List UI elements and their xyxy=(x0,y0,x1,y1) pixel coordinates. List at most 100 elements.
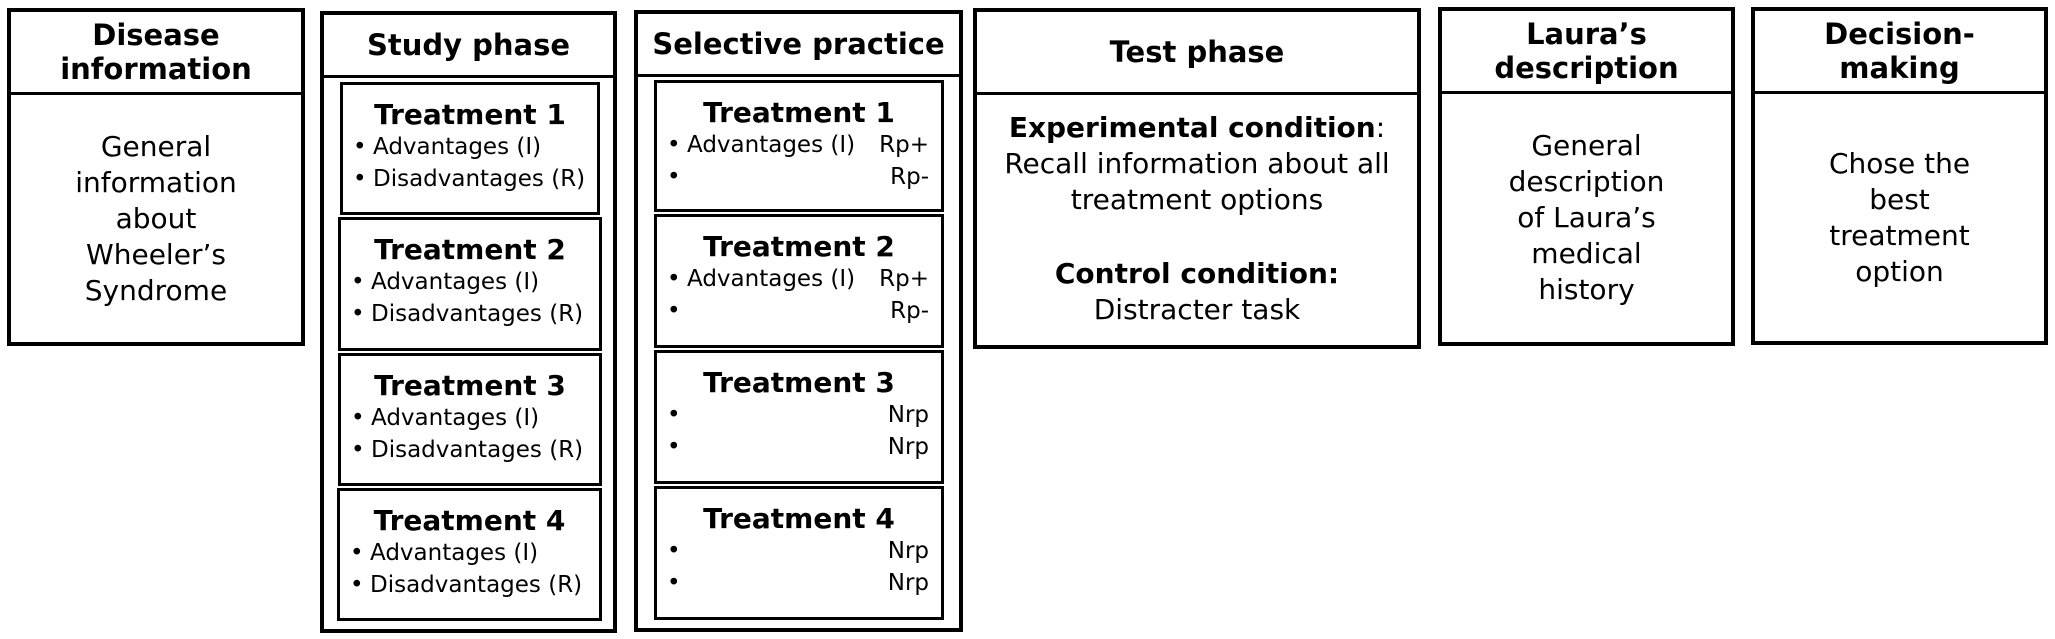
decision-making-box: Decision- making Chose the best treatmen… xyxy=(1751,7,2048,345)
practice-tag: Rp+ xyxy=(879,266,929,292)
disadvantages-row: •Disadvantages (R) xyxy=(340,569,599,601)
practice-treatment-2: Treatment 2 •Advantages (I) Rp+ • Rp- xyxy=(654,214,944,348)
disease-title-line2: information xyxy=(60,52,252,86)
treatment-title: Treatment 1 xyxy=(703,96,895,129)
decision-making-header: Decision- making xyxy=(1755,11,2044,94)
practice-row-2: • Nrp xyxy=(657,431,941,463)
disadvantages-text: Disadvantages (R) xyxy=(373,166,586,192)
selective-practice-title: Selective practice xyxy=(652,27,945,61)
treatment-title: Treatment 2 xyxy=(374,233,566,266)
disadvantages-row: •Disadvantages (R) xyxy=(341,434,599,466)
treatment-title: Treatment 2 xyxy=(703,230,895,263)
advantages-row: •Advantages (I) xyxy=(341,402,599,434)
study-phase-header: Study phase xyxy=(324,15,613,78)
bullet: • xyxy=(351,437,365,463)
test-phase-box: Test phase Experimental condition: Recal… xyxy=(973,8,1421,349)
practice-tag: Nrp xyxy=(887,434,929,460)
decision-title-line1: Decision- xyxy=(1824,17,1975,51)
treatment-title: Treatment 3 xyxy=(374,369,566,402)
bullet: • xyxy=(350,572,364,598)
practice-treatment-1: Treatment 1 •Advantages (I) Rp+ • Rp- xyxy=(654,80,944,212)
disadvantages-text: Disadvantages (R) xyxy=(371,437,584,463)
control-condition: Control condition: Distracter task xyxy=(977,256,1417,328)
bullet: • xyxy=(667,434,681,460)
advantages-row: •Advantages (I) xyxy=(343,131,597,163)
bullet: • xyxy=(350,540,364,566)
lauras-description-header: Laura’s description xyxy=(1442,11,1731,94)
bullet: • xyxy=(351,269,365,295)
experimental-condition: Experimental condition: Recall informati… xyxy=(977,110,1417,218)
bullet: • xyxy=(353,166,367,192)
decision-title-line2: making xyxy=(1839,51,1960,85)
practice-row-1: •Advantages (I) Rp+ xyxy=(657,263,941,295)
experimental-condition-text: Recall information about all treatment o… xyxy=(1004,147,1390,216)
laura-body: General description of Laura’s medical h… xyxy=(1442,94,1731,342)
practice-tag: Nrp xyxy=(887,402,929,428)
disease-information-header: Disease information xyxy=(11,12,301,95)
study-treatment-1: Treatment 1 •Advantages (I) •Disadvantag… xyxy=(340,82,600,215)
practice-tag: Nrp xyxy=(887,570,929,596)
study-phase-box: Study phase Treatment 1 •Advantages (I) … xyxy=(320,11,617,633)
selective-practice-box: Selective practice Treatment 1 •Advantag… xyxy=(634,10,963,632)
bullet: • xyxy=(353,134,367,160)
study-treatment-4: Treatment 4 •Advantages (I) •Disadvantag… xyxy=(337,488,602,621)
treatment-title: Treatment 1 xyxy=(374,98,566,131)
bullet: • xyxy=(667,164,681,190)
practice-row-1: •Advantages (I) Rp+ xyxy=(657,129,941,161)
practice-row-2: • Rp- xyxy=(657,295,941,327)
decision-body-text: Chose the best treatment option xyxy=(1828,146,1971,288)
laura-title-line2: description xyxy=(1494,51,1679,85)
disadvantages-row: •Disadvantages (R) xyxy=(341,298,599,330)
advantages-text: Advantages (I) xyxy=(687,266,856,292)
practice-tag: Rp- xyxy=(890,298,929,324)
disease-body-text: General information about Wheeler’s Synd… xyxy=(75,129,237,307)
experimental-condition-colon: : xyxy=(1375,111,1386,144)
laura-title-line1: Laura’s xyxy=(1526,17,1647,51)
control-condition-label: Control condition: xyxy=(1054,257,1340,290)
study-treatment-2: Treatment 2 •Advantages (I) •Disadvantag… xyxy=(338,217,602,351)
treatment-title: Treatment 4 xyxy=(703,502,895,535)
bullet: • xyxy=(667,266,681,292)
disease-title-line1: Disease xyxy=(92,18,220,52)
practice-row-1: • Nrp xyxy=(657,535,941,567)
practice-tag: Rp- xyxy=(890,164,929,190)
bullet: • xyxy=(667,298,681,324)
bullet: • xyxy=(351,405,365,431)
practice-treatment-3: Treatment 3 • Nrp • Nrp xyxy=(654,350,944,484)
experimental-condition-label: Experimental condition xyxy=(1008,111,1376,144)
laura-body-text: General description of Laura’s medical h… xyxy=(1508,129,1665,306)
disadvantages-row: •Disadvantages (R) xyxy=(343,163,597,195)
disease-body: General information about Wheeler’s Synd… xyxy=(11,95,301,342)
bullet: • xyxy=(667,132,681,158)
disease-information-box: Disease information General information … xyxy=(7,8,305,346)
advantages-row: •Advantages (I) xyxy=(341,266,599,298)
test-phase-header: Test phase xyxy=(977,12,1417,95)
study-phase-title: Study phase xyxy=(366,28,571,62)
bullet: • xyxy=(351,301,365,327)
treatment-title: Treatment 4 xyxy=(373,504,566,537)
bullet: • xyxy=(667,402,681,428)
practice-tag: Rp+ xyxy=(879,132,929,158)
lauras-description-box: Laura’s description General description … xyxy=(1438,7,1735,346)
bullet: • xyxy=(667,538,681,564)
advantages-text: Advantages (I) xyxy=(370,540,539,566)
practice-row-2: • Nrp xyxy=(657,567,941,599)
advantages-text: Advantages (I) xyxy=(373,134,542,160)
study-treatment-3: Treatment 3 •Advantages (I) •Disadvantag… xyxy=(338,353,602,486)
disadvantages-text: Disadvantages (R) xyxy=(371,301,584,327)
advantages-row: •Advantages (I) xyxy=(340,537,599,569)
practice-row-2: • Rp- xyxy=(657,161,941,193)
practice-row-1: • Nrp xyxy=(657,399,941,431)
advantages-text: Advantages (I) xyxy=(687,132,856,158)
practice-treatment-4: Treatment 4 • Nrp • Nrp xyxy=(654,486,944,620)
practice-tag: Nrp xyxy=(887,538,929,564)
bullet: • xyxy=(667,570,681,596)
decision-body: Chose the best treatment option xyxy=(1755,94,2044,341)
advantages-text: Advantages (I) xyxy=(371,269,540,295)
selective-practice-header: Selective practice xyxy=(638,14,959,77)
treatment-title: Treatment 3 xyxy=(703,366,895,399)
disadvantages-text: Disadvantages (R) xyxy=(370,572,583,598)
advantages-text: Advantages (I) xyxy=(371,405,540,431)
control-condition-text: Distracter task xyxy=(1093,293,1301,326)
test-phase-title: Test phase xyxy=(1109,35,1285,69)
